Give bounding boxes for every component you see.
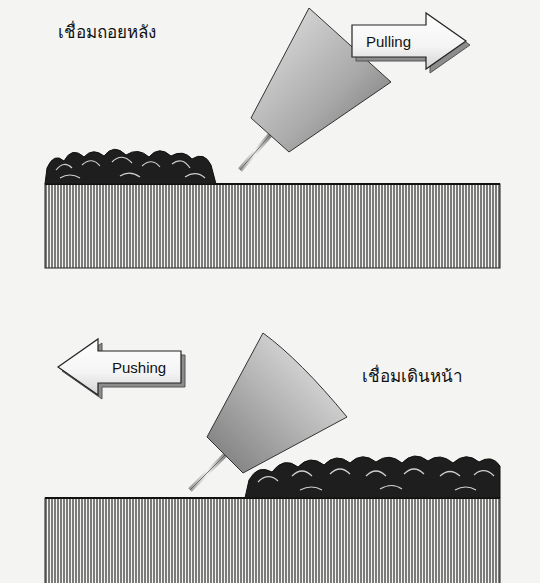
base-plate xyxy=(45,184,500,268)
bead-texture xyxy=(258,469,494,490)
base-plate xyxy=(45,498,500,583)
bead-texture xyxy=(56,157,205,178)
arrow-label: Pushing xyxy=(112,359,166,376)
arrow-body xyxy=(352,13,466,69)
filler-wire-edge xyxy=(240,135,270,170)
filler-wire-edge xyxy=(190,455,225,490)
filler-wire xyxy=(190,455,225,490)
torch-nozzle xyxy=(207,333,347,473)
bottom-scene xyxy=(45,333,500,583)
technique-label: เชื่อมถอยหลัง xyxy=(58,18,156,45)
technique-label: เชื่อมเดินหน้า xyxy=(362,362,463,389)
weld-bead xyxy=(45,149,216,184)
block-arrow: Pulling xyxy=(352,12,466,70)
weld-bead xyxy=(245,456,500,498)
filler-wire xyxy=(240,135,270,170)
block-arrow: Pushing xyxy=(58,338,181,396)
arrow-body xyxy=(58,339,181,395)
top-scene xyxy=(45,8,500,268)
arrow-label: Pulling xyxy=(366,33,411,50)
